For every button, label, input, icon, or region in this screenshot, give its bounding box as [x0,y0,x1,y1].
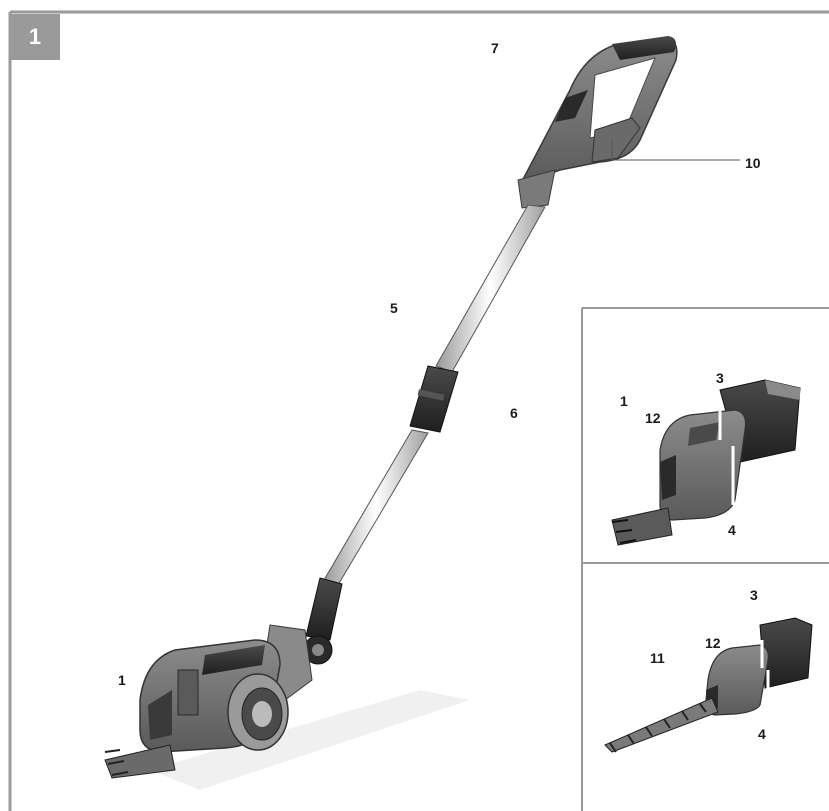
inset1-callout-4: 4 [728,522,736,538]
inset1-callout-12: 12 [645,410,661,426]
telescopic-pole [303,204,546,665]
wheel [227,673,289,751]
figure-number-badge: 1 [10,14,60,60]
inset-hedge-blade-tool [604,617,813,753]
inset2-callout-4: 4 [758,726,766,742]
inset2-callout-3: 3 [750,587,758,603]
inset2-callout-12: 12 [705,635,721,651]
callout-1: 1 [118,672,126,688]
callout-10: 10 [745,155,761,171]
inset-grass-shear-frame [581,307,829,811]
callout-6: 6 [510,405,518,421]
inset1-callout-3: 3 [716,370,724,386]
callout-7: 7 [491,40,499,56]
callout-5: 5 [390,300,398,316]
inset1-callout-1: 1 [620,393,628,409]
main-tool-illustration [104,36,740,790]
inset2-callout-11: 11 [650,650,665,666]
battery-pack [591,117,641,163]
grass-blade [104,744,176,779]
handle-grip [518,36,678,187]
inset-grass-shear-tool [611,379,801,546]
figure-frame [8,10,829,811]
